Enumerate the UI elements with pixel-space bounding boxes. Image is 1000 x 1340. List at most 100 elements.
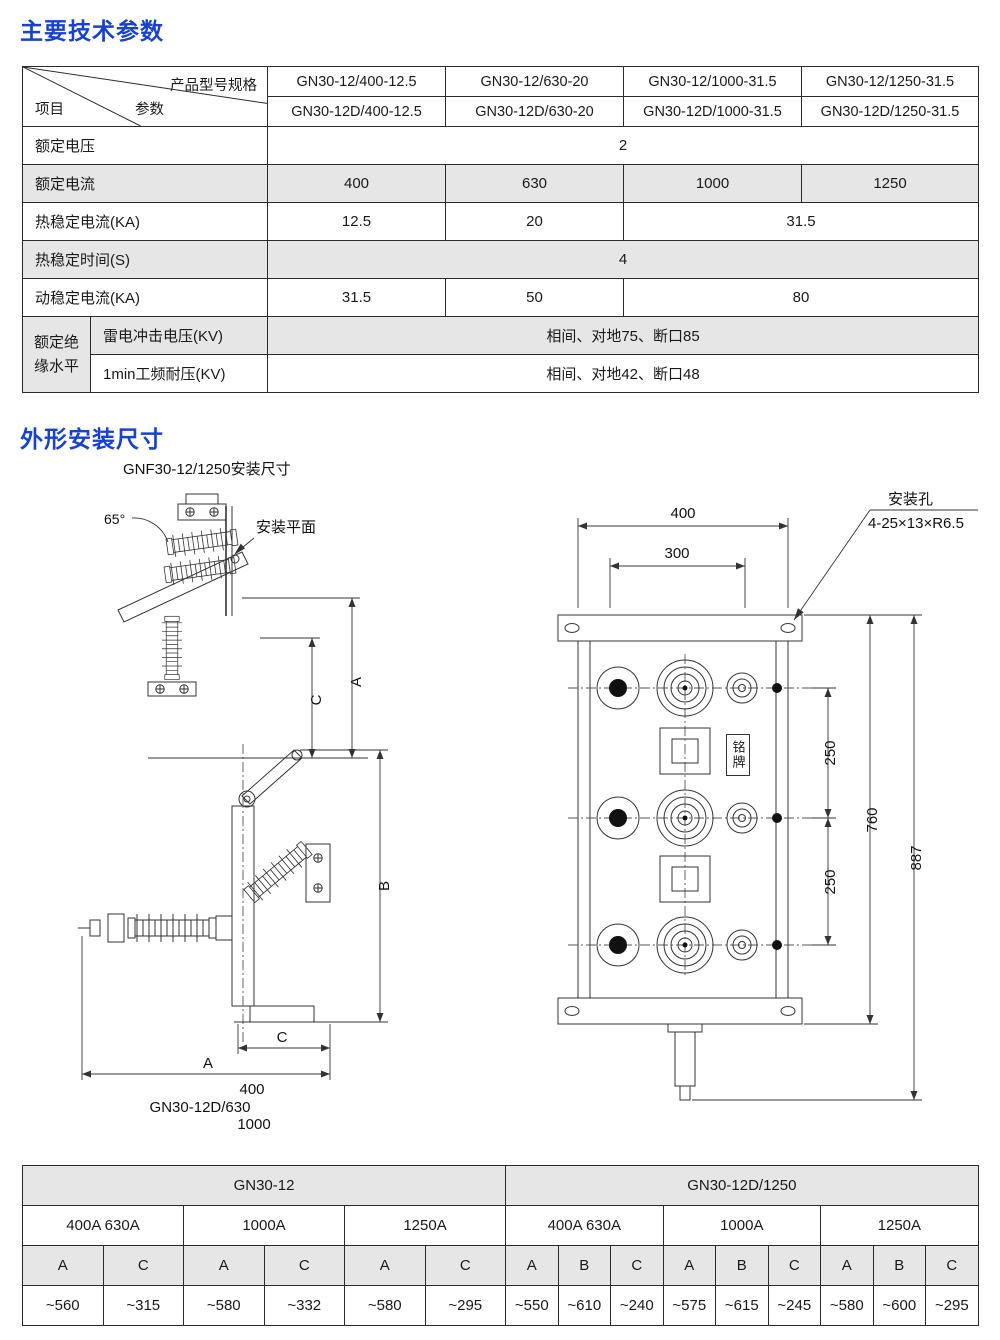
- dim-c-label: C: [308, 694, 325, 705]
- left-drawing-title: GNF30-12/1250安装尺寸: [123, 461, 291, 478]
- dim-rating-header: 400A 630A: [22, 1205, 184, 1246]
- diagonal-divider-lines: [23, 67, 267, 126]
- dim-a-bottom-label: A: [203, 1055, 213, 1072]
- section-title-tech-params: 主要技术参数: [20, 18, 164, 44]
- mount-plane-label: 安装平面: [256, 519, 316, 536]
- spec-model-cell: GN30-12/1250-31.5: [801, 66, 979, 97]
- spec-row-label: 热稳定时间(S): [22, 240, 268, 279]
- dimension-table: GN30-12 GN30-12D/1250 400A 630A 1000A 12…: [21, 1165, 979, 1326]
- blade-angle-label: 65°: [104, 511, 125, 527]
- dim-value-cell: ~295: [424, 1285, 507, 1326]
- dim-col-header: C: [925, 1245, 979, 1286]
- note-400: 400: [239, 1081, 264, 1098]
- dim-300-label: 300: [664, 545, 689, 562]
- drawing-mounting-plate-front-view: 400 300 安装孔 4-25×13×R6.5 250 2: [557, 491, 978, 1101]
- dim-250-2-label: 250: [822, 869, 839, 894]
- dim-col-header: B: [557, 1245, 612, 1286]
- spec-value-cell: 80: [623, 278, 979, 317]
- dim-col-header: A: [183, 1245, 265, 1286]
- installation-dimension-drawings: GNF30-12/1250安装尺寸 65° 安装平面: [78, 461, 978, 1133]
- spec-value-cell: 630: [445, 164, 624, 203]
- dim-value-cell: ~332: [263, 1285, 345, 1326]
- spec-value-cell: 1000: [623, 164, 802, 203]
- spec-value-cell: 1250: [801, 164, 979, 203]
- spec-value-cell: 400: [267, 164, 446, 203]
- note-model: GN30-12D/630: [150, 1099, 251, 1116]
- note-1000: 1000: [237, 1116, 270, 1133]
- dim-rating-header: 1250A: [343, 1205, 507, 1246]
- spec-model-cell: GN30-12D/400-12.5: [267, 96, 446, 127]
- dim-value-cell: ~610: [557, 1285, 612, 1326]
- dim-col-header: A: [505, 1245, 559, 1286]
- dim-col-header: A: [22, 1245, 104, 1286]
- spec-value-cell: 相间、对地42、断口48: [267, 354, 979, 393]
- nameplate-label: 铭牌: [726, 734, 750, 776]
- dim-col-header: A: [344, 1245, 426, 1286]
- dim-value-cell: ~575: [662, 1285, 717, 1326]
- dim-col-header: C: [424, 1245, 507, 1286]
- dim-col-header: B: [872, 1245, 927, 1286]
- spec-corner-cell: 产品型号规格 项目 参数: [22, 66, 268, 127]
- spec-row-label: 动稳定电流(KA): [22, 278, 268, 317]
- spec-row-label: 热稳定电流(KA): [22, 202, 268, 241]
- spec-value-cell: 31.5: [623, 202, 979, 241]
- drawing-closed-switch-side-view: B C A 400 GN30-12D/630 1000: [78, 744, 393, 1133]
- dim-col-header: B: [715, 1245, 769, 1286]
- spec-row-label: 额定电压: [22, 126, 268, 165]
- dim-760-label: 760: [864, 807, 881, 832]
- dim-rating-header: 1000A: [662, 1205, 822, 1246]
- dim-col-header: C: [610, 1245, 664, 1286]
- dim-col-header: A: [662, 1245, 717, 1286]
- dim-col-header: A: [820, 1245, 874, 1286]
- spec-row-label: 1min工频耐压(KV): [90, 354, 268, 393]
- section-title-dimensions: 外形安装尺寸: [20, 426, 164, 452]
- dim-col-header: C: [263, 1245, 345, 1286]
- drawing-open-switch-side-view: GNF30-12/1250安装尺寸 65° 安装平面: [104, 461, 368, 759]
- dim-value-cell: ~245: [767, 1285, 822, 1326]
- spec-value-cell: 50: [445, 278, 624, 317]
- dim-rating-header: 1000A: [183, 1205, 345, 1246]
- corner-param-label: 参数: [135, 102, 164, 118]
- dim-250-1-label: 250: [822, 740, 839, 765]
- dim-value-cell: ~550: [505, 1285, 559, 1326]
- dim-rating-header: 1250A: [820, 1205, 979, 1246]
- dim-value-cell: ~615: [715, 1285, 769, 1326]
- dim-400-label: 400: [670, 505, 695, 522]
- spec-value-cell: 2: [267, 126, 979, 165]
- dim-887-label: 887: [908, 845, 925, 870]
- spec-value-cell: 4: [267, 240, 979, 279]
- spec-insulation-group-label: 额定绝缘水平: [22, 316, 91, 393]
- spec-value-cell: 20: [445, 202, 624, 241]
- dim-value-cell: ~240: [610, 1285, 664, 1326]
- spec-value-cell: 31.5: [267, 278, 446, 317]
- spec-model-cell: GN30-12D/1250-31.5: [801, 96, 979, 127]
- mount-hole-label: 安装孔: [888, 491, 933, 508]
- spec-row-label: 雷电冲击电压(KV): [90, 316, 268, 355]
- dim-group-header: GN30-12D/1250: [505, 1165, 979, 1206]
- spec-model-cell: GN30-12/630-20: [445, 66, 624, 97]
- dim-a-label: A: [348, 677, 365, 687]
- dim-value-cell: ~560: [22, 1285, 104, 1326]
- spec-value-cell: 相间、对地75、断口85: [267, 316, 979, 355]
- corner-product-label: 产品型号规格: [170, 78, 257, 94]
- spec-model-cell: GN30-12/1000-31.5: [623, 66, 802, 97]
- corner-item-label: 项目: [35, 102, 64, 118]
- dim-col-header: C: [102, 1245, 184, 1286]
- dim-group-header: GN30-12: [21, 1165, 507, 1206]
- dim-value-cell: ~315: [102, 1285, 184, 1326]
- spec-model-cell: GN30-12/400-12.5: [267, 66, 446, 97]
- dim-b-label: B: [376, 881, 393, 891]
- mount-hole-spec: 4-25×13×R6.5: [868, 515, 964, 532]
- spec-model-cell: GN30-12D/630-20: [445, 96, 624, 127]
- dim-c-bottom-label: C: [277, 1029, 288, 1046]
- spec-model-cell: GN30-12D/1000-31.5: [623, 96, 802, 127]
- dim-value-cell: ~295: [925, 1285, 979, 1326]
- spec-table: 产品型号规格 项目 参数 GN30-12/400-12.5 GN30-12/63…: [22, 66, 979, 393]
- spec-row-label: 额定电流: [22, 164, 268, 203]
- dim-value-cell: ~580: [344, 1285, 426, 1326]
- spec-value-cell: 12.5: [267, 202, 446, 241]
- dim-value-cell: ~600: [872, 1285, 927, 1326]
- dim-col-header: C: [767, 1245, 822, 1286]
- dim-value-cell: ~580: [183, 1285, 265, 1326]
